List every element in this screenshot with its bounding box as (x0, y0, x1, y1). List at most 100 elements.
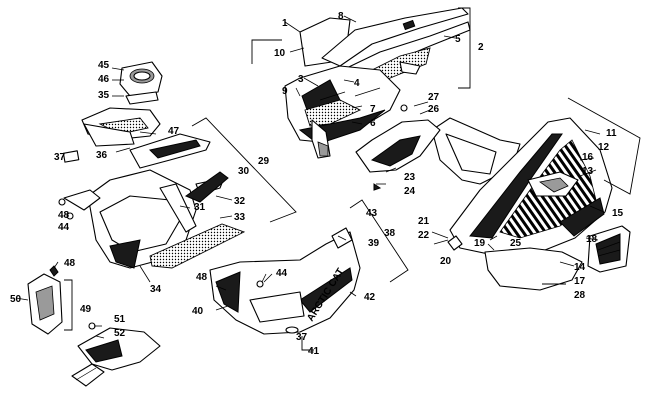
bracket-11-12 (567, 97, 641, 195)
belly-pan-left-band (215, 271, 241, 313)
callout-42: 42 (364, 292, 376, 303)
side-panel-assembly (355, 104, 631, 291)
callout-1: 1 (282, 18, 288, 29)
bracket-37-41 (301, 336, 314, 351)
fastener (256, 280, 264, 288)
callout-48-pan: 48 (196, 272, 208, 283)
callout-27: 27 (428, 92, 440, 103)
callout-49: 49 (80, 304, 92, 315)
upper-side-panel-inner (445, 133, 497, 175)
callout-47: 47 (168, 126, 180, 137)
windshield-assembly (284, 7, 471, 159)
callout-19: 19 (474, 238, 486, 249)
hood-mesh (304, 99, 362, 127)
hood-side-shadow (317, 141, 329, 157)
nose-panel-decal (149, 223, 246, 269)
callout-23: 23 (404, 172, 416, 183)
callout-3: 3 (298, 74, 304, 85)
windshield-trim-upper (321, 7, 469, 67)
callout-46: 46 (98, 74, 110, 85)
air-intake-inner (133, 71, 151, 81)
callout-52: 52 (114, 328, 126, 339)
callout-16: 16 (582, 152, 594, 163)
callout-45: 45 (98, 60, 110, 71)
callout-41: 41 (308, 346, 320, 357)
duct-tube (71, 363, 105, 387)
callout-40: 40 (192, 306, 204, 317)
callout-36: 36 (96, 150, 108, 161)
callout-20: 20 (440, 256, 452, 267)
rivet (49, 265, 59, 277)
belly-pan-assembly: ARCTIC CAT (209, 227, 361, 335)
belly-pan (209, 231, 361, 335)
gasket-strip (184, 171, 229, 203)
callout-15: 15 (612, 208, 624, 219)
small-decal (62, 150, 80, 163)
callout-11: 11 (606, 128, 617, 139)
nose-left-fin (63, 189, 101, 211)
callout-44-pan: 44 (276, 268, 288, 279)
callout-9: 9 (282, 86, 288, 97)
belly-pan-skid-plate (249, 291, 305, 323)
callout-30: 30 (238, 166, 250, 177)
callout-7: 7 (370, 104, 376, 115)
callout-4: 4 (354, 78, 360, 89)
intake-boot (125, 91, 159, 105)
callout-39: 39 (368, 238, 380, 249)
callout-28: 28 (574, 290, 586, 301)
callout-14: 14 (574, 262, 586, 273)
bracket-38 (349, 199, 409, 283)
callout-17: 17 (574, 276, 586, 287)
side-grille-inner (595, 233, 621, 265)
front-nose-assembly (58, 61, 246, 269)
belly-pan-drain (285, 326, 299, 334)
callout-21: 21 (418, 216, 430, 227)
callout-48-nose: 48 (58, 210, 70, 221)
callout-43: 43 (366, 208, 378, 219)
screw (66, 212, 74, 220)
callout-38: 38 (384, 228, 396, 239)
callout-26: 26 (428, 104, 440, 115)
callout-50: 50 (10, 294, 22, 305)
nose-strut (159, 183, 197, 233)
mount-bracket (399, 61, 421, 75)
latch-clip (402, 19, 416, 31)
rivet-clip (447, 235, 463, 251)
upper-shroud-bar-band (148, 139, 201, 159)
callout-24: 24 (404, 186, 416, 197)
callout-12: 12 (598, 142, 610, 153)
callout-44-nose: 44 (58, 222, 70, 233)
callout-10: 10 (274, 48, 286, 59)
callout-37-nose: 37 (54, 152, 66, 163)
callout-22: 22 (418, 230, 430, 241)
callout-48-cover: 48 (64, 258, 76, 269)
nose-dark-lower (109, 239, 141, 269)
screw (58, 198, 66, 206)
bracket-2 (458, 7, 471, 89)
callout-8: 8 (338, 11, 344, 22)
callout-13: 13 (582, 166, 594, 177)
lower-housing-dark (85, 339, 123, 363)
belly-pan-front-band (299, 267, 353, 313)
callout-32: 32 (234, 196, 246, 207)
callout-29: 29 (258, 156, 270, 167)
bracket-29-30 (191, 117, 297, 223)
callout-6: 6 (370, 118, 376, 129)
lower-side-panel (484, 247, 583, 291)
bracket-1 (251, 39, 282, 64)
callout-18: 18 (586, 234, 598, 245)
callout-25: 25 (510, 238, 522, 249)
callout-labels: 1 2 3 4 5 6 7 8 9 10 11 12 13 14 15 16 1… (10, 11, 624, 357)
callout-35: 35 (98, 90, 110, 101)
small-parts-left (27, 265, 161, 387)
vent-opening (539, 177, 569, 193)
callout-31: 31 (194, 202, 206, 213)
nose-inner-panel (99, 195, 181, 253)
callout-5: 5 (455, 34, 461, 45)
callout-51: 51 (114, 314, 126, 325)
side-panel-dark-band (469, 133, 563, 239)
small-cover-shade (35, 285, 55, 321)
fastener (400, 104, 408, 112)
